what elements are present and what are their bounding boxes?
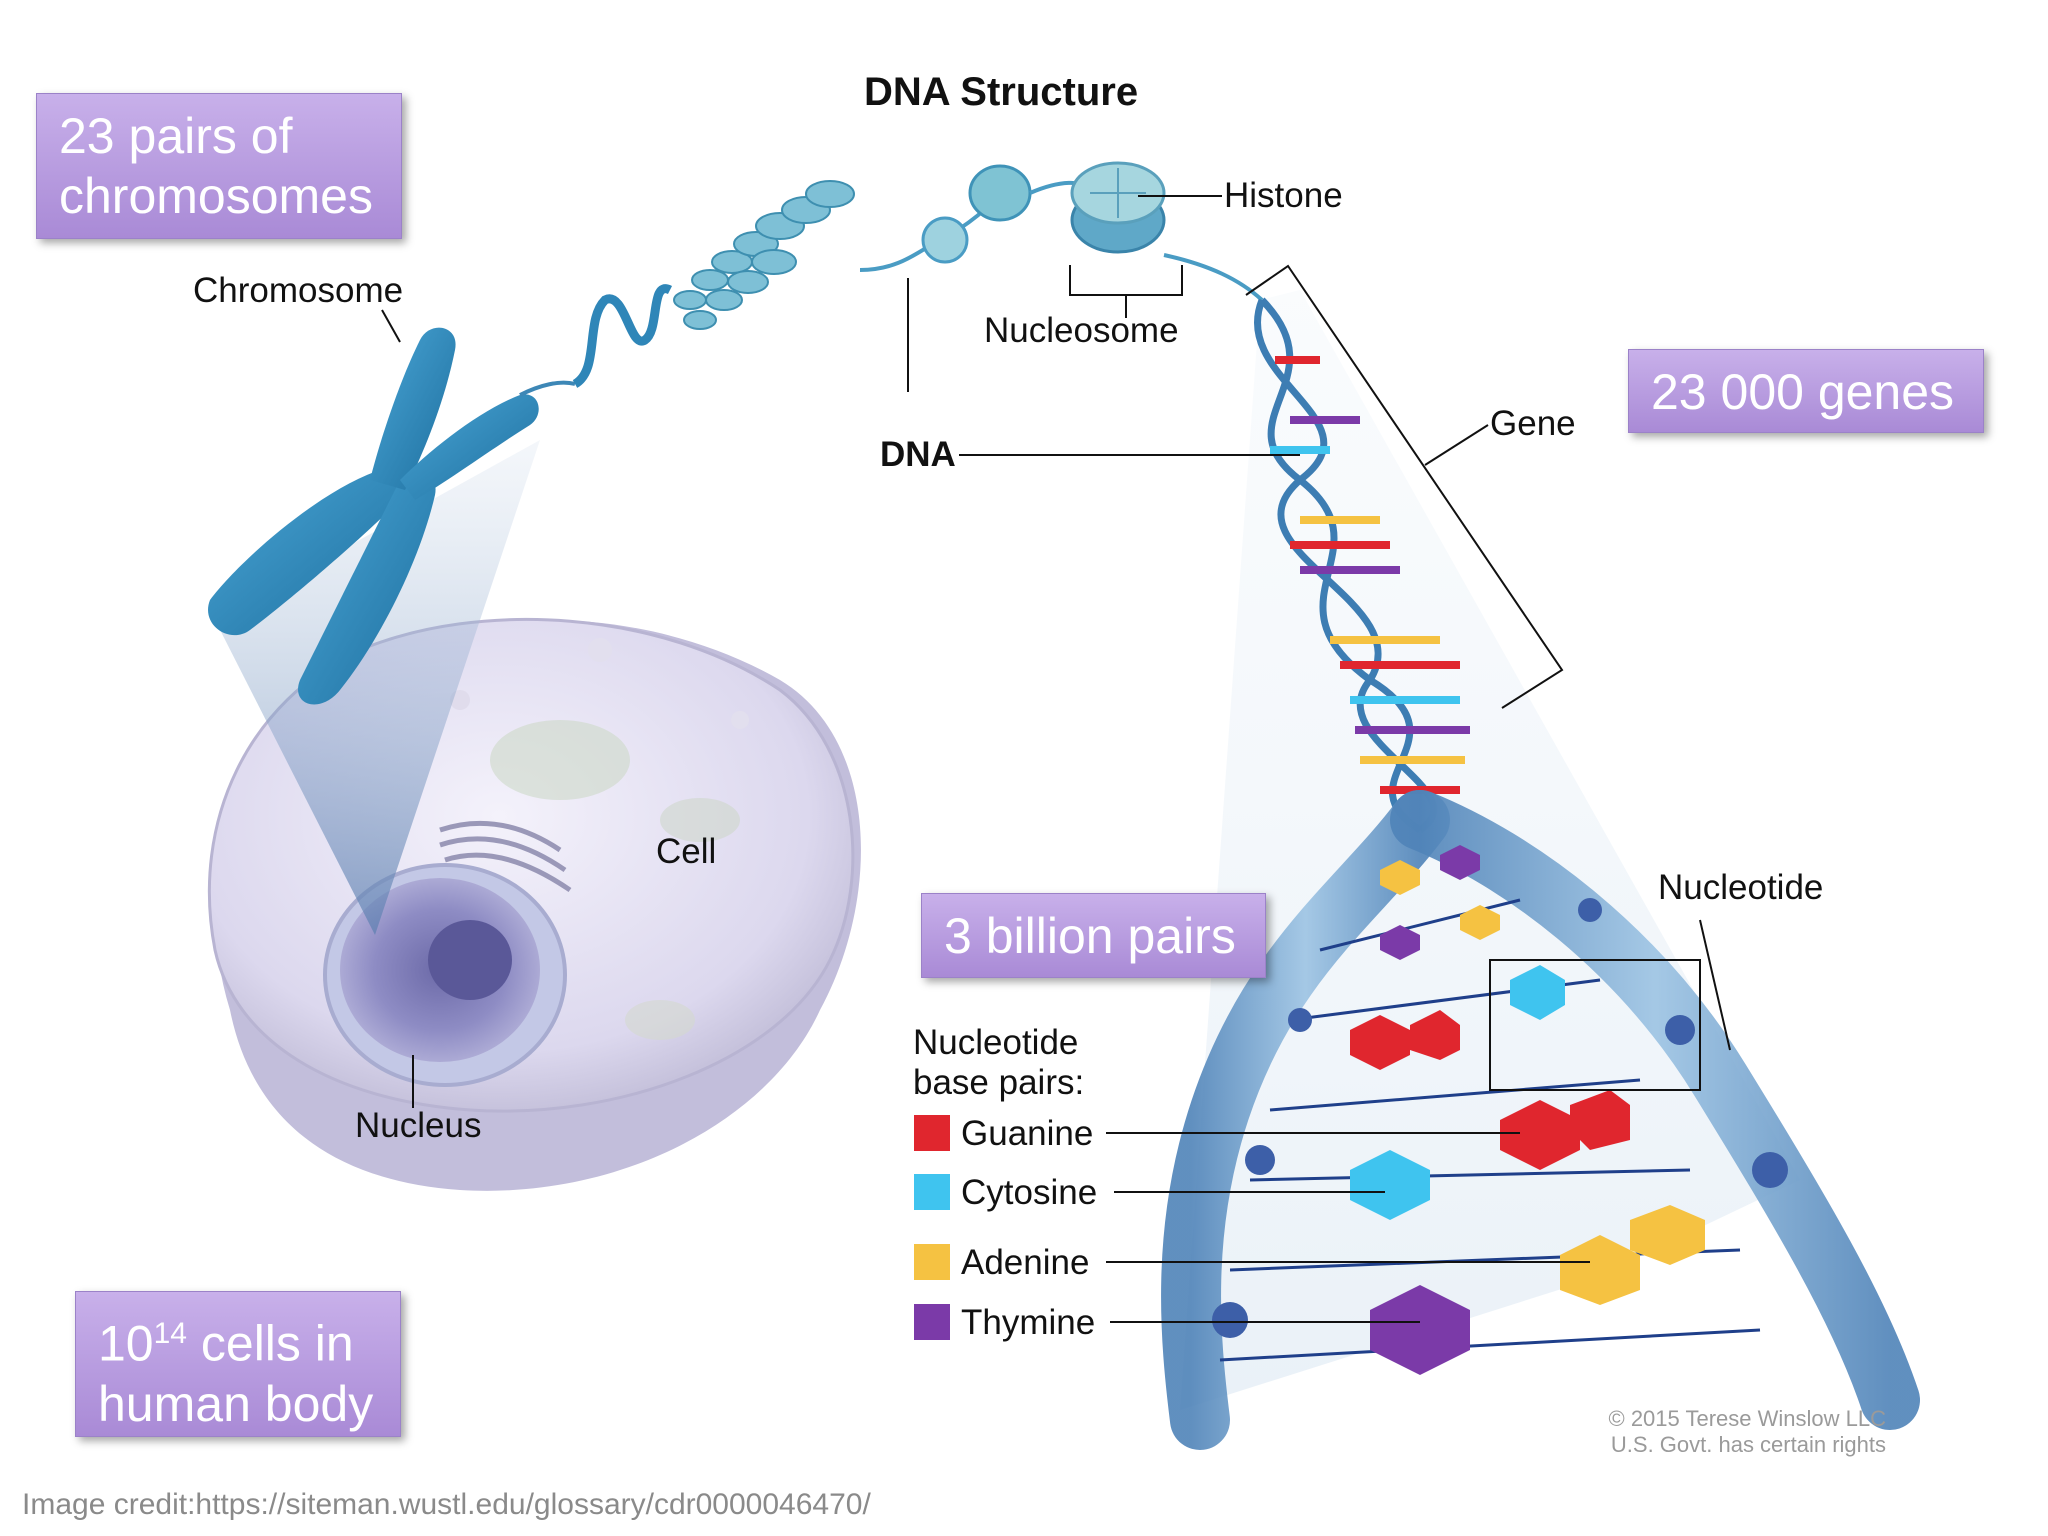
pairs-callout: 3 billion pairs [921,893,1266,978]
cells-callout-line1: 1014 cells in [98,1304,378,1374]
chromosomes-callout-line1: 23 pairs of [59,108,293,164]
guanine-label: Guanine [961,1114,1094,1153]
nucleotide-label: Nucleotide [1658,868,1824,907]
adenine-swatch [914,1244,950,1280]
cells-count-exponent: 14 [153,1317,187,1350]
dna-double-helix-lower [1161,790,1920,1450]
chromosome-label: Chromosome [193,271,404,310]
legend-heading-line2: base pairs: [913,1063,1085,1102]
cells-callout-rest: cells in [187,1315,354,1372]
cells-count-base: 10 [98,1315,154,1372]
genes-callout: 23 000 genes [1628,349,1984,433]
nucleosome-label: Nucleosome [984,311,1179,350]
cytosine-swatch [914,1174,950,1210]
chromosomes-callout-line2: chromosomes [59,168,373,224]
copyright-line2: U.S. Govt. has certain rights [1610,1432,1886,1457]
copyright-notice: © 2015 Terese Winslow LLC U.S. Govt. has… [1586,1406,1887,1458]
legend-heading-line1: Nucleotide [913,1023,1079,1062]
nucleus-label: Nucleus [355,1106,482,1145]
adenine-label: Adenine [961,1243,1090,1282]
cell-label: Cell [656,832,717,871]
thymine-label: Thymine [961,1303,1096,1342]
genes-callout-text: 23 000 genes [1651,364,1955,420]
thymine-swatch [914,1304,950,1340]
histone-label: Histone [1224,176,1343,215]
diagram-title: DNA Structure [864,70,1139,114]
chromosomes-callout: 23 pairs of chromosomes [36,93,402,239]
pairs-callout-text: 3 billion pairs [944,908,1236,964]
cells-callout-line2: human body [98,1375,374,1432]
dna-double-helix-upper [1253,297,1470,833]
copyright-line1: © 2015 Terese Winslow LLC [1608,1406,1887,1431]
dna-label: DNA [880,435,956,474]
leader-lines [381,195,1731,1323]
chromosome-illustration [208,327,576,705]
gene-label: Gene [1490,404,1576,443]
projection-cone [215,440,540,935]
cytosine-label: Cytosine [961,1173,1098,1212]
image-credit: Image credit:https://siteman.wustl.edu/g… [22,1488,871,1521]
guanine-swatch [914,1115,950,1151]
cells-callout: 1014 cells in human body [75,1291,401,1437]
chromatin-fiber [572,161,1264,388]
